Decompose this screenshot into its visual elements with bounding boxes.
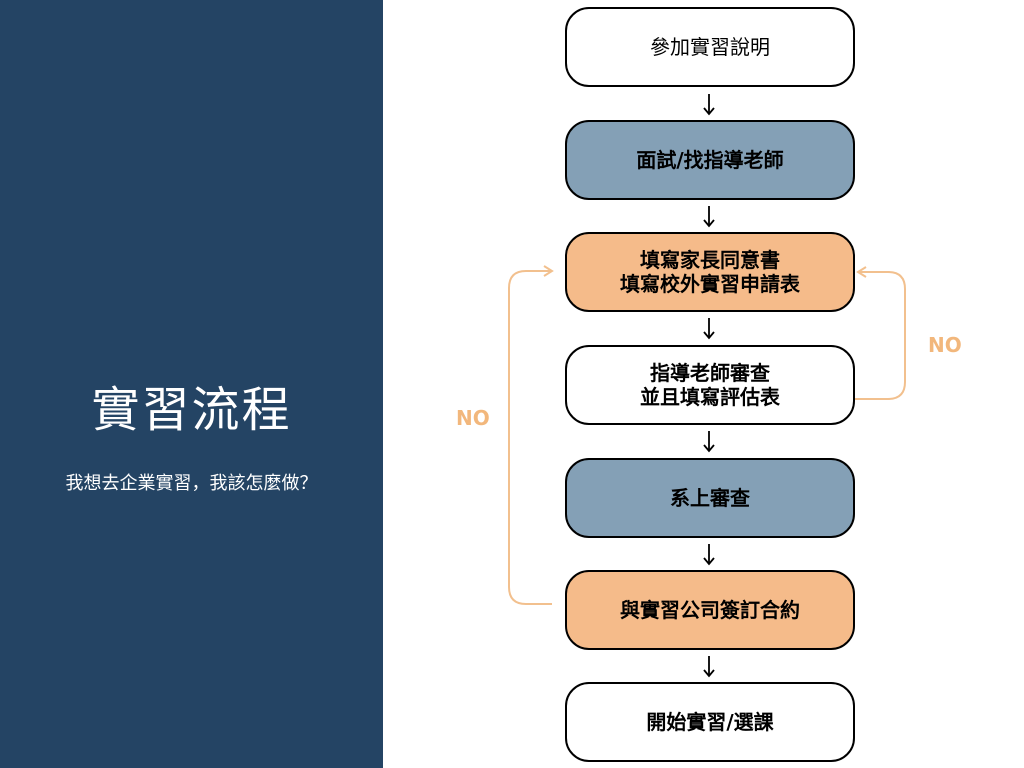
step-interview: 面試/找指導老師 <box>565 120 855 200</box>
step-fill-forms: 填寫家長同意書 填寫校外實習申請表 <box>565 232 855 312</box>
arrow-down-icon <box>703 431 715 453</box>
arrow-down-icon <box>703 94 715 116</box>
arrow-down-icon <box>703 318 715 340</box>
step-label-line: 填寫校外實習申請表 <box>620 272 800 296</box>
page-subtitle: 我想去企業實習，我該怎麼做？ <box>65 473 318 494</box>
step-label-line: 參加實習說明 <box>650 35 770 59</box>
arrowhead-icon <box>856 266 867 278</box>
step-label-line: 指導老師審查 <box>650 361 770 385</box>
step-label-line: 與實習公司簽訂合約 <box>620 598 800 622</box>
step-label-line: 系上審查 <box>670 486 750 510</box>
step-label-line: 填寫家長同意書 <box>640 248 780 272</box>
arrow-down-icon <box>703 544 715 566</box>
step-sign-contract: 與實習公司簽訂合約 <box>565 570 855 650</box>
step-advisor-review: 指導老師審查 並且填寫評估表 <box>565 345 855 425</box>
step-start-internship: 開始實習/選課 <box>565 682 855 762</box>
arrow-down-icon <box>703 656 715 678</box>
step-label-line: 並且填寫評估表 <box>640 385 780 409</box>
loop-arrow-left <box>508 270 552 605</box>
step-attend-briefing: 參加實習說明 <box>565 7 855 87</box>
no-label-left: NO <box>456 406 490 430</box>
page-title: 實習流程 <box>91 382 292 438</box>
sidebar-panel: 實習流程 我想去企業實習，我該怎麼做？ <box>0 0 383 768</box>
arrowhead-icon <box>543 265 554 277</box>
arrow-down-icon <box>703 206 715 228</box>
step-department-review: 系上審查 <box>565 458 855 538</box>
step-label-line: 面試/找指導老師 <box>636 148 784 172</box>
step-label-line: 開始實習/選課 <box>646 710 774 734</box>
loop-arrow-right <box>855 271 906 400</box>
no-label-right: NO <box>928 333 962 357</box>
